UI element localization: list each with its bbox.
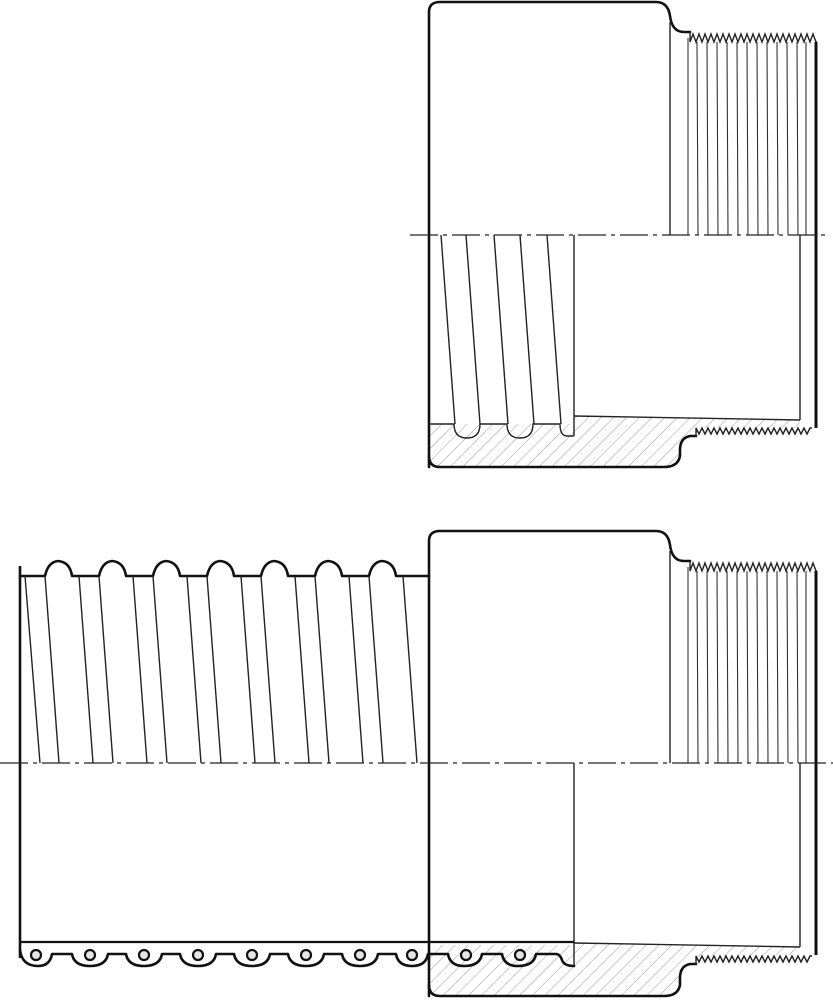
section-hatch-bottom bbox=[429, 943, 800, 996]
lower-outline-bottom bbox=[427, 962, 698, 998]
male-thread-lines-bottom bbox=[687, 567, 807, 764]
inner-bore-top bbox=[429, 415, 801, 439]
lower-outline-top bbox=[427, 434, 698, 469]
male-thread-root-bottom bbox=[695, 954, 812, 964]
male-thread-root-top bbox=[695, 426, 812, 436]
fitting-body-outline-top bbox=[427, 0, 692, 469]
section-hatch-top bbox=[429, 416, 800, 467]
view-fitting-with-hose bbox=[0, 529, 833, 998]
hose-beads bbox=[29, 948, 527, 962]
view-fitting-only bbox=[410, 0, 830, 469]
male-thread-lines-top bbox=[687, 38, 807, 236]
bore-taper-bottom bbox=[573, 942, 801, 948]
male-thread-crest-top bbox=[689, 32, 817, 44]
internal-thread-lines-top bbox=[440, 234, 575, 436]
hose-corrugation-top bbox=[18, 559, 431, 578]
hose-helix-lines bbox=[24, 575, 418, 764]
male-thread-crest-bottom bbox=[689, 561, 817, 573]
fitting-body-outline-bottom bbox=[427, 529, 692, 998]
hose-corrugation-bottom bbox=[18, 948, 576, 968]
